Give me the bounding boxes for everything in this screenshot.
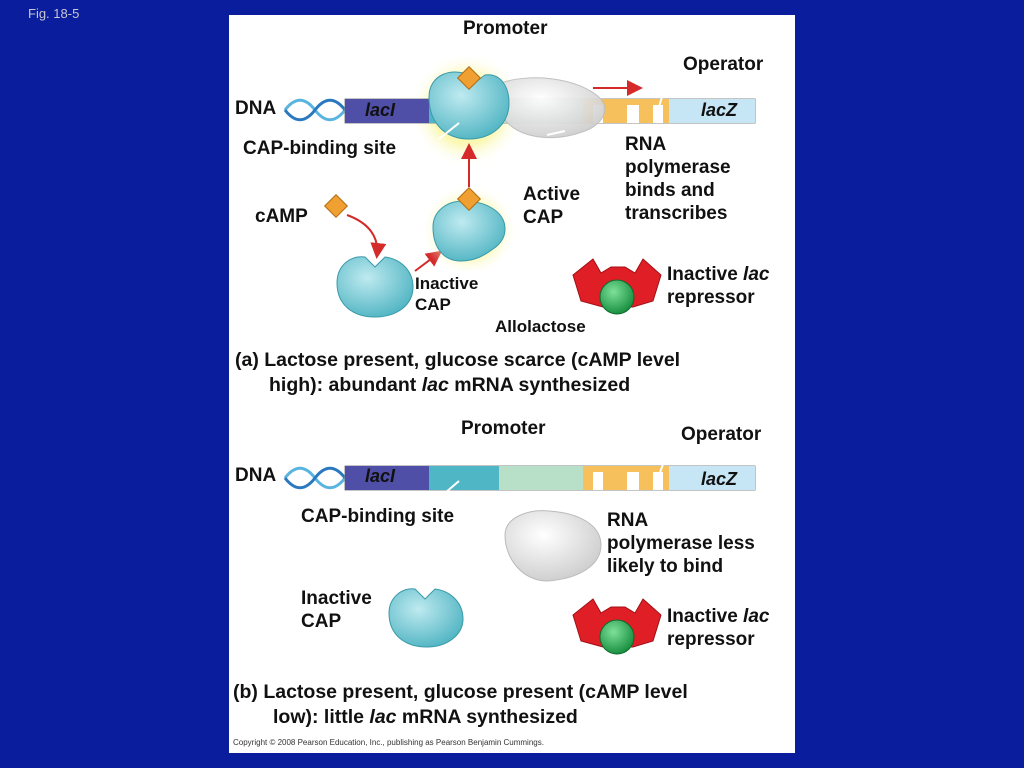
caption-a: (a) Lactose present, glucose scarce (cAM… <box>235 349 681 396</box>
allolactose-molecule <box>599 279 635 315</box>
lacz-label-a: lacZ <box>701 100 738 120</box>
inactive-cap-a <box>336 256 414 318</box>
laci-gene-a <box>345 99 429 123</box>
allolactose-label: Allolactose <box>495 317 586 336</box>
camp-label-a: cAMP <box>255 206 308 227</box>
inactive-cap-label-b: Inactive CAP <box>301 588 372 632</box>
operator-label-a: Operator <box>683 54 764 75</box>
operator-label-b: Operator <box>681 424 762 445</box>
inactive-repressor-b <box>572 598 662 655</box>
cap-binding-site-label-b: CAP-binding site <box>301 506 455 527</box>
promoter-label-a: Promoter <box>463 18 548 39</box>
lacz-gene-a <box>669 99 755 123</box>
promoter-label-b: Promoter <box>461 418 546 439</box>
rnap-label-b: RNA polymerase less likely to bind <box>607 510 755 577</box>
dna-label-a: DNA <box>235 98 277 119</box>
dna-helix-a <box>283 98 347 122</box>
dna-label-b: DNA <box>235 465 277 486</box>
free-camp-a <box>323 193 349 219</box>
inactive-cap-label-a: Inactive CAP <box>415 274 479 314</box>
laci-label-b: lacI <box>365 466 396 486</box>
promoter-region-b <box>499 466 583 490</box>
inactive-repressor-a <box>572 258 662 324</box>
active-cap-a <box>432 200 506 262</box>
lacz-label-b: lacZ <box>701 469 738 489</box>
diagram-graphics <box>283 52 756 655</box>
caption-b: (b) Lactose present, glucose present (cA… <box>233 681 688 728</box>
rna-polymerase-a <box>497 77 606 139</box>
rna-polymerase-b <box>504 510 602 582</box>
active-cap-on-dna-a <box>428 71 510 140</box>
camp-on-cap-a <box>456 65 482 91</box>
lacz-gene-b <box>669 466 755 490</box>
cap-site-b <box>429 466 499 490</box>
inactive-repressor-label-a: Inactive lac repressor <box>667 264 770 308</box>
dna-helix-b <box>283 466 347 490</box>
inactive-repressor-label-b: Inactive lac repressor <box>667 606 770 650</box>
copyright-notice: Copyright © 2008 Pearson Education, Inc.… <box>233 738 544 747</box>
inactive-cap-b <box>388 588 464 648</box>
cap-binding-site-label-a: CAP-binding site <box>243 138 397 159</box>
laci-gene-b <box>345 466 429 490</box>
rnap-label-a: RNA polymerase binds and transcribes <box>625 134 731 224</box>
diagram-panel: Promoter Operator DNA lacI lacZ CAP-bind… <box>229 15 795 753</box>
figure-label: Fig. 18-5 <box>28 6 80 21</box>
active-cap-label-a: Active CAP <box>523 184 581 228</box>
operator-b <box>583 466 669 490</box>
laci-label-a: lacI <box>365 100 396 120</box>
